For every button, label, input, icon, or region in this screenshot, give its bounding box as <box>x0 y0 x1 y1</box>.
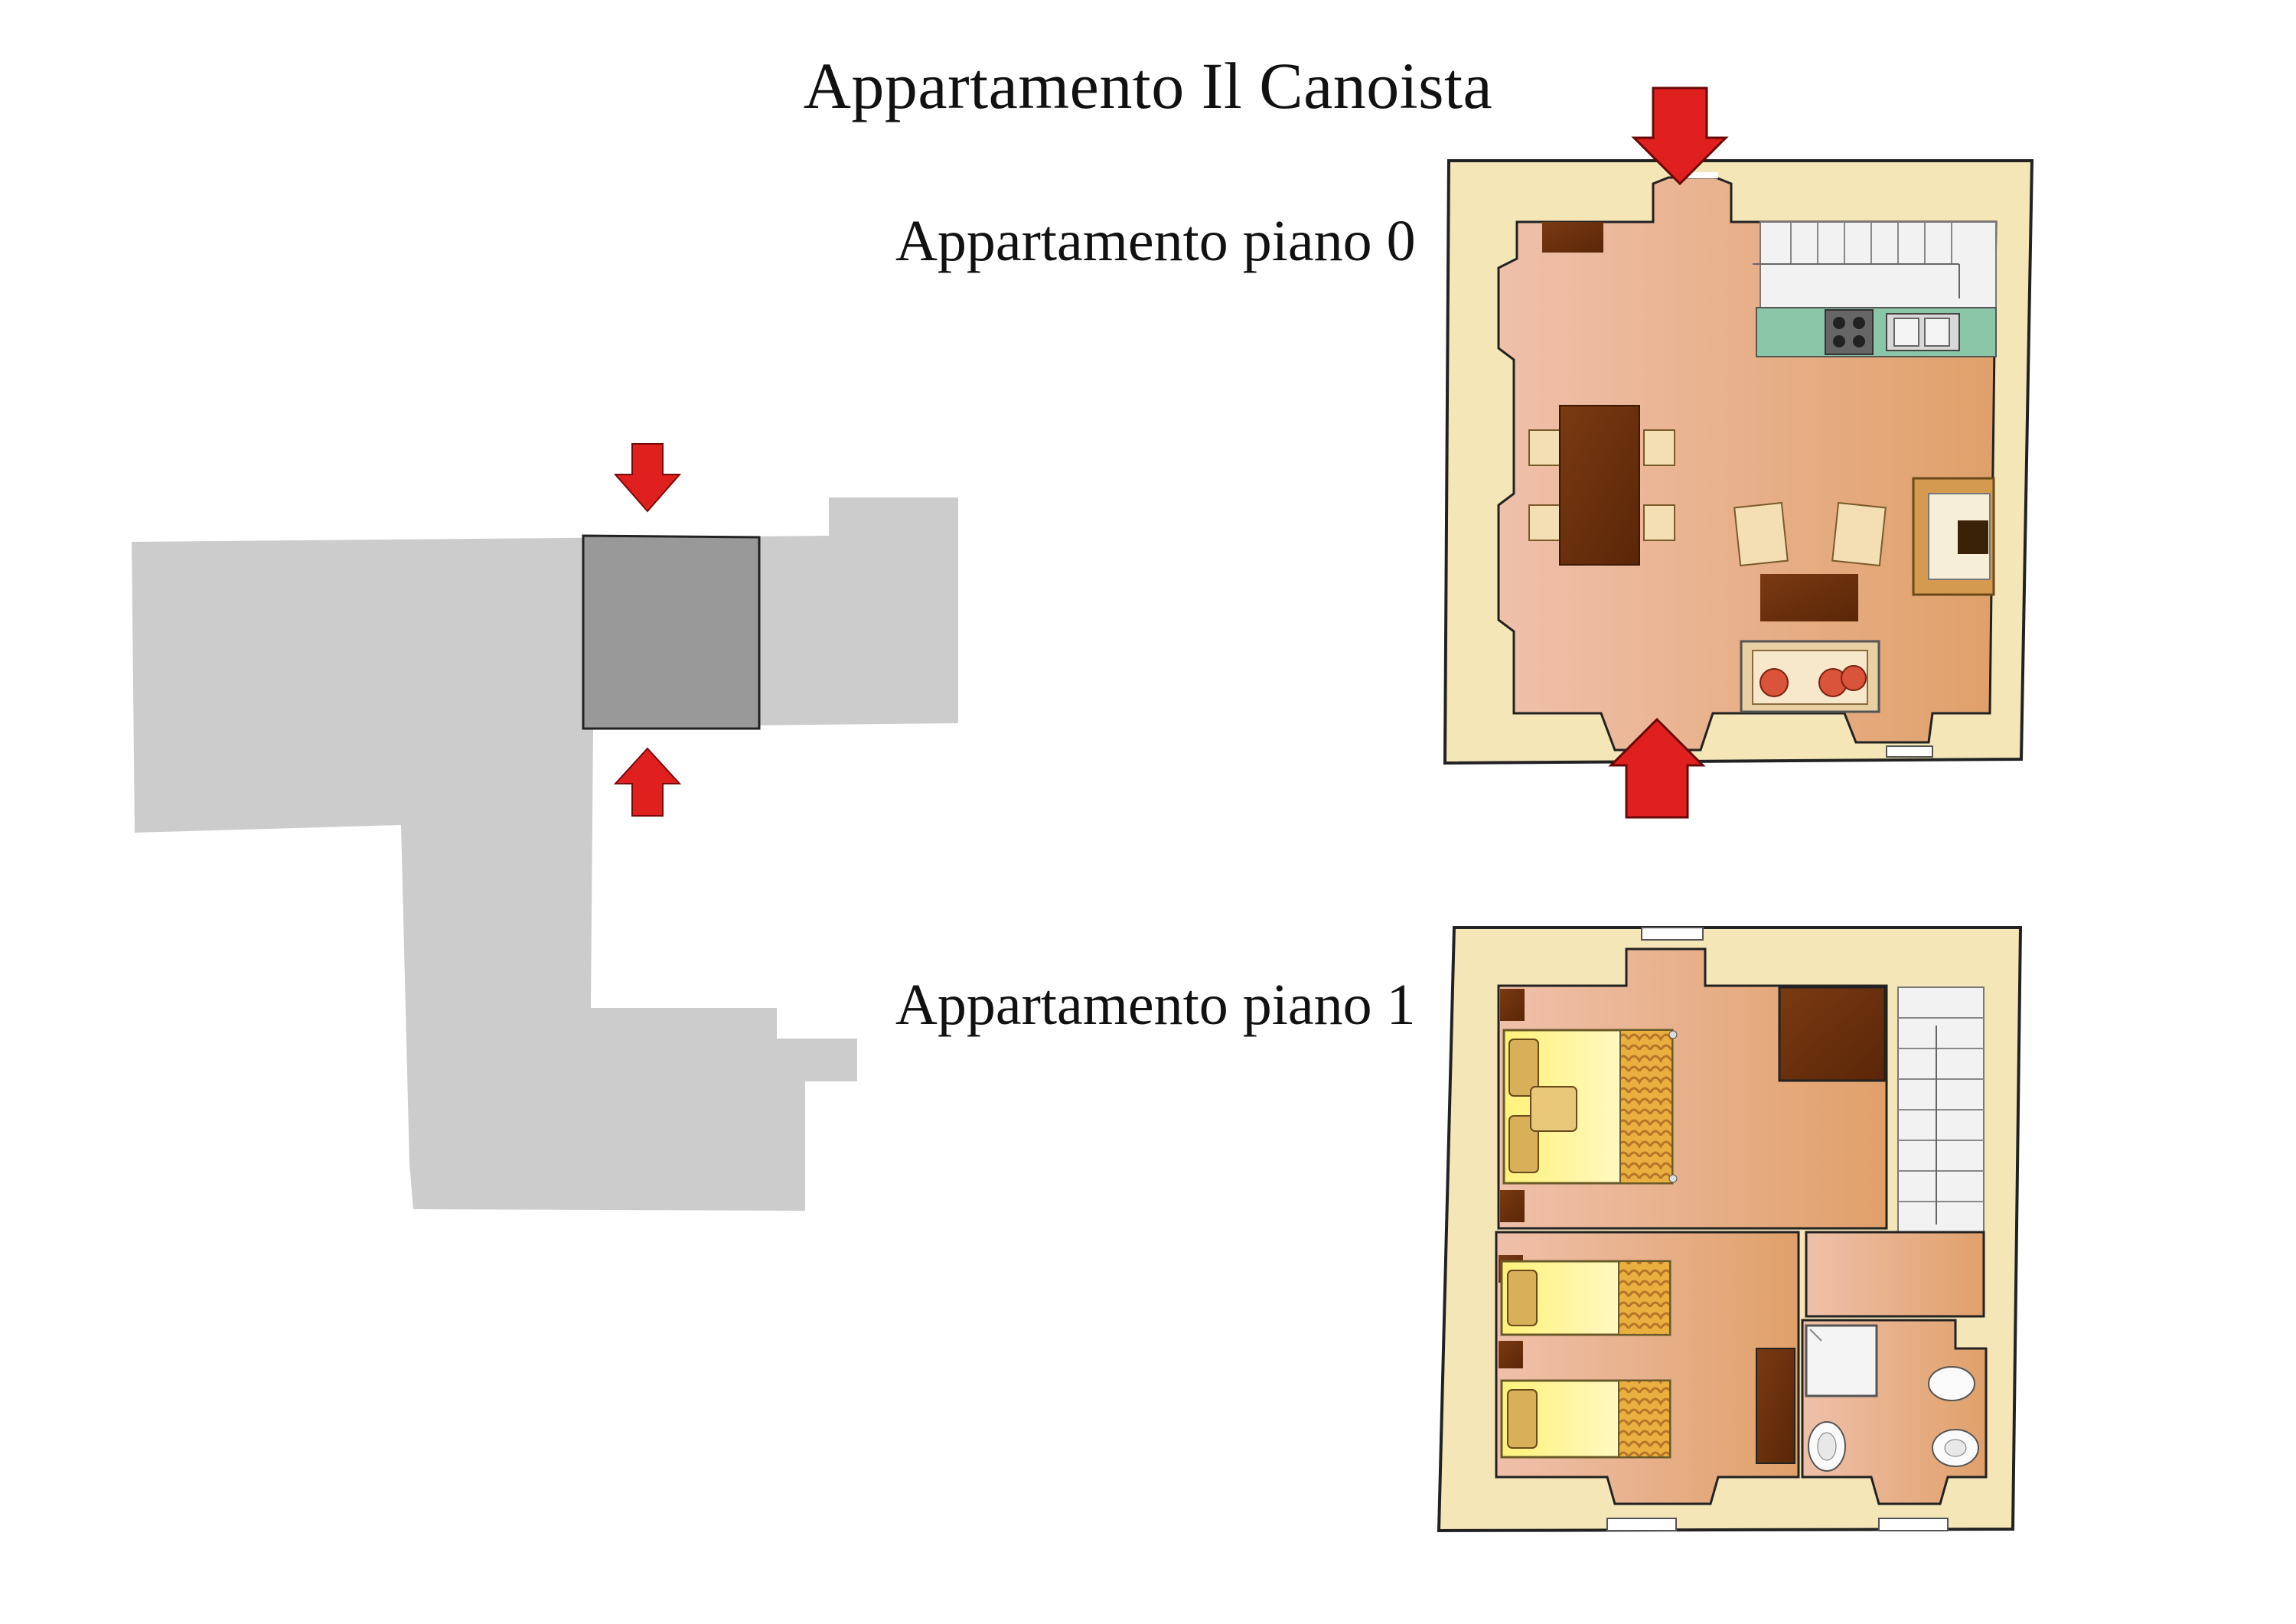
floor-1-landing <box>1805 1231 1985 1318</box>
floor-0-plan <box>1443 86 2034 819</box>
page-title: Appartamento Il Canoista <box>803 49 1493 122</box>
floor-1-single-bed-1 <box>1500 1260 1671 1336</box>
floor-1-wardrobe <box>1778 986 1887 1082</box>
floor-0-dining-table <box>1528 405 1675 566</box>
floor-0-fireplace <box>1912 477 1995 596</box>
floor-0-sofa <box>1740 640 1880 713</box>
floor-0-arrow-top-icon <box>1631 86 1729 186</box>
floor-0-coffee-table <box>1760 574 1858 621</box>
floor-0-cabinet <box>1542 222 1603 253</box>
site-arrow-top-icon <box>613 443 682 513</box>
floor-1-bedroom-2-wardrobe <box>1756 1348 1795 1464</box>
floor-1-single-bed-2 <box>1500 1379 1671 1459</box>
site-arrow-bottom-icon <box>613 747 682 817</box>
floor-0-arrow-bottom-icon <box>1608 717 1706 819</box>
floor-0-armchairs <box>1733 501 1887 567</box>
site-apartment-highlight <box>582 534 761 730</box>
site-building-shape <box>132 497 958 1211</box>
floor-0-kitchen <box>1756 307 1997 357</box>
floor-1-plan <box>1437 926 2023 1533</box>
site-plan <box>132 443 958 1211</box>
floor-0-label: Appartamento piano 0 <box>895 209 1416 273</box>
floor-1-label: Appartamento piano 1 <box>895 973 1416 1037</box>
floor-0-staircase <box>1753 221 1997 308</box>
floor-1-staircase <box>1897 986 1985 1233</box>
floor-1-double-bed <box>1502 1029 1678 1185</box>
floor-1-bathroom <box>1801 1319 1988 1505</box>
